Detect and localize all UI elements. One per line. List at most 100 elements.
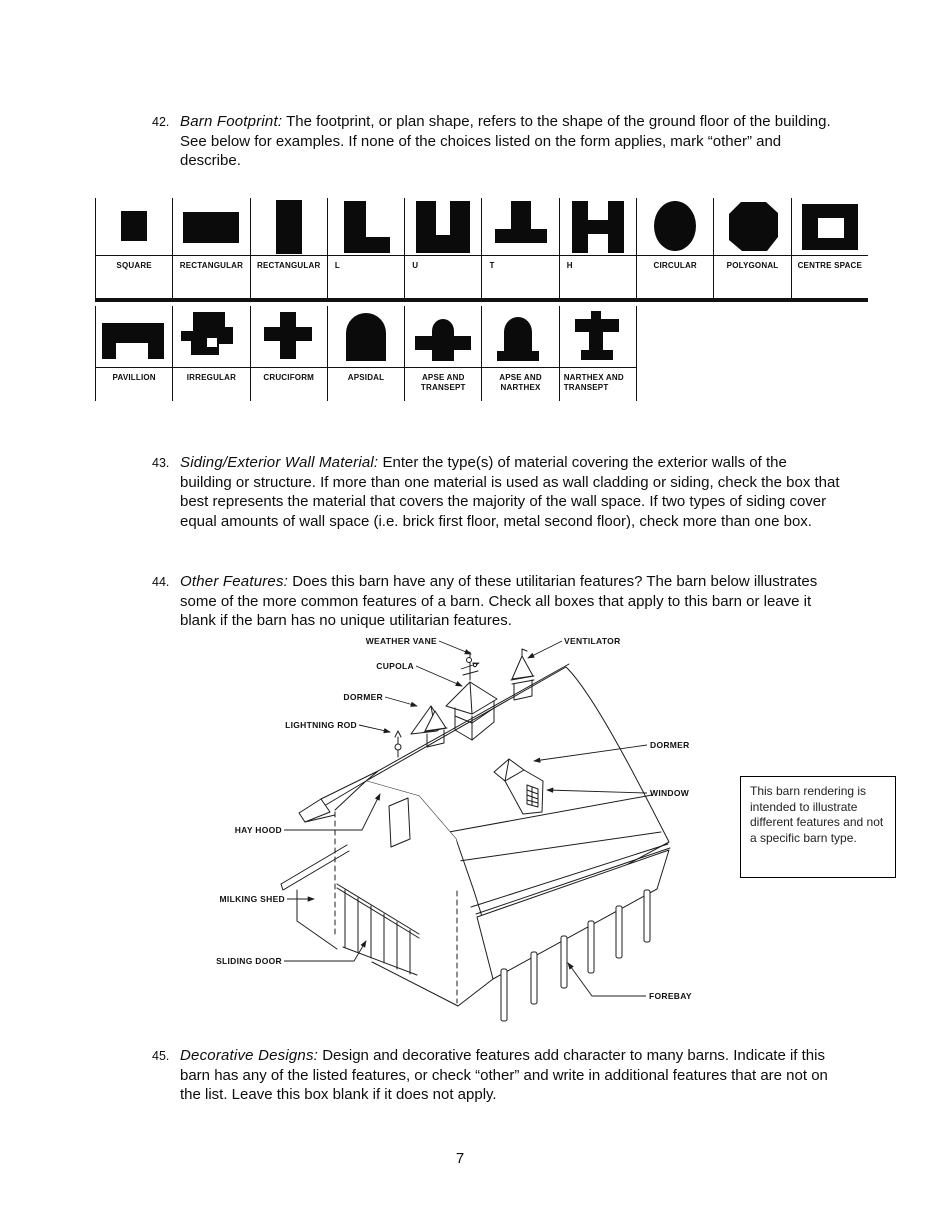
item-number: 45. (152, 1049, 170, 1063)
footprint-label: APSE AND NARTHEX (499, 373, 542, 392)
footprint-cell-pavillion: PAVILLION (96, 306, 174, 401)
footprint-cell-apse-transept: APSE AND TRANSEPT (405, 306, 483, 401)
dormer-left-label: DORMER (343, 692, 383, 702)
footprint-label: SQUARE (116, 261, 152, 270)
footprint-cell-u: U (405, 198, 483, 298)
footprint-label: APSE AND TRANSEPT (420, 373, 466, 392)
footprint-label: H (566, 261, 573, 270)
forebay-leader (567, 962, 646, 996)
barn-gable-end (335, 781, 471, 1006)
footprint-table-row1: SQUARE RECTANGULAR RECTANGULAR L U T H (95, 198, 868, 302)
apsidal-shape-icon (345, 312, 386, 361)
footprint-label: IRREGULAR (186, 373, 237, 382)
barn-rendering-note: This barn rendering is intended to illus… (740, 776, 896, 878)
cupola-leader (416, 666, 463, 686)
footprint-cell-polygonal: POLYGONAL (714, 198, 792, 298)
footprint-cell-rectangular-h: RECTANGULAR (173, 198, 251, 298)
footprint-cell-apsidal: APSIDAL (327, 306, 406, 401)
footprint-cell-centre-space: CENTRE SPACE (791, 198, 868, 298)
footprint-label: RECTANGULAR (257, 261, 321, 270)
footprint-cell-square: SQUARE (96, 198, 174, 298)
pavillion-shape-icon (102, 322, 165, 359)
item-number: 43. (152, 456, 170, 470)
square-shape-icon (121, 210, 148, 241)
item-number: 44. (152, 575, 170, 589)
footprint-label: NARTHEX AND TRANSEPT (563, 373, 624, 392)
item-44: 44. Other Features: Does this barn have … (152, 572, 844, 631)
t-shape-icon (494, 200, 547, 243)
item-text: Siding/Exterior Wall Material: Enter the… (180, 453, 840, 531)
item-text: Barn Footprint: The footprint, or plan s… (180, 112, 840, 171)
circle-shape-icon (654, 200, 697, 251)
weather-vane-leader (439, 641, 472, 654)
item-lead: Barn Footprint: (180, 113, 283, 130)
h-shape-icon (571, 200, 624, 253)
forebay-label: FOREBAY (649, 991, 692, 1001)
dormer-right-leader (533, 745, 647, 763)
hay-hood-label: HAY HOOD (235, 825, 282, 835)
item-body-text: Design and decorative features add chara… (180, 1047, 828, 1103)
ventilator-leader (527, 641, 562, 659)
window-leader (546, 787, 647, 793)
item-lead: Decorative Designs: (180, 1047, 319, 1064)
milking-shed-label: MILKING SHED (220, 894, 285, 904)
sliding-door-leader (284, 940, 367, 961)
footprint-label: U (412, 261, 419, 270)
footprint-cell-l: L (327, 198, 406, 298)
footprint-table-row2: PAVILLION IRREGULAR CRUCIFORM APSIDAL AP… (95, 306, 637, 401)
sliding-door-shape (337, 884, 419, 975)
u-shape-icon (416, 200, 471, 253)
barn-features-diagram: WEATHER VANE VENTILATOR CUPOLA DORMER LI… (216, 636, 692, 1035)
footprint-cell-apse-narthex: APSE AND NARTHEX (482, 306, 560, 401)
hay-hood-leader (284, 793, 381, 830)
item-43: 43. Siding/Exterior Wall Material: Enter… (152, 453, 844, 531)
footprint-cell-narthex-transept: NARTHEX AND TRANSEPT (559, 306, 637, 401)
lightning-rod-label: LIGHTNING ROD (285, 720, 357, 730)
lightning-rod-leader (359, 725, 391, 734)
item-body-text: Enter the type(s) of material covering t… (180, 454, 840, 530)
weather-vane-label: WEATHER VANE (366, 636, 437, 646)
footprint-cell-t: T (482, 198, 560, 298)
item-lead: Siding/Exterior Wall Material: (180, 454, 379, 471)
footprint-cell-irregular: IRREGULAR (173, 306, 251, 401)
item-text: Decorative Designs: Design and decorativ… (180, 1046, 840, 1105)
footprint-label: CENTRE SPACE (797, 261, 863, 270)
page-number: 7 (455, 1150, 465, 1167)
milking-shed-shape (281, 845, 349, 890)
item-42: 42. Barn Footprint: The footprint, or pl… (152, 112, 844, 171)
dormer-right-label: DORMER (650, 740, 690, 750)
footprint-cell-rectangular-v: RECTANGULAR (250, 198, 328, 298)
ridge-ventilator-shape (424, 711, 447, 747)
forebay-posts (501, 890, 650, 1021)
footprint-cell-cruciform: CRUCIFORM (250, 306, 328, 401)
footprint-label: T (489, 261, 495, 270)
gable-window (389, 798, 410, 847)
l-shape-icon (344, 200, 391, 253)
roof-dormer-right-shape (494, 759, 543, 814)
item-text: Other Features: Does this barn have any … (180, 572, 840, 631)
footprint-label: CRUCIFORM (263, 373, 315, 382)
apse-and-transept-shape-icon (415, 318, 472, 361)
item-lead: Other Features: (180, 573, 289, 590)
centre-space-shape-icon (801, 203, 858, 250)
forebay-wall (477, 850, 669, 979)
apse-and-narthex-shape-icon (496, 316, 539, 361)
footprint-cell-h: H (559, 198, 638, 298)
ventilator-shape (511, 649, 534, 700)
rectangle-vertical-shape-icon (275, 199, 302, 254)
footprint-label: RECTANGULAR (179, 261, 244, 270)
window-label: WINDOW (650, 788, 690, 798)
footprint-label: L (334, 261, 340, 270)
sliding-door-label: SLIDING DOOR (216, 956, 282, 966)
weather-vane-shape (461, 652, 480, 680)
irregular-shape-icon (181, 311, 234, 355)
item-body-text: Does this barn have any of these utilita… (180, 573, 818, 629)
cruciform-shape-icon (263, 311, 312, 359)
footprint-label: APSIDAL (347, 373, 385, 382)
lightning-rod-shape (395, 731, 401, 757)
narthex-and-transept-shape-icon (574, 310, 619, 360)
item-body-text: The footprint, or plan shape, refers to … (180, 113, 831, 169)
octagon-shape-icon (728, 201, 778, 251)
footprint-cell-circular: CIRCULAR (637, 198, 715, 298)
